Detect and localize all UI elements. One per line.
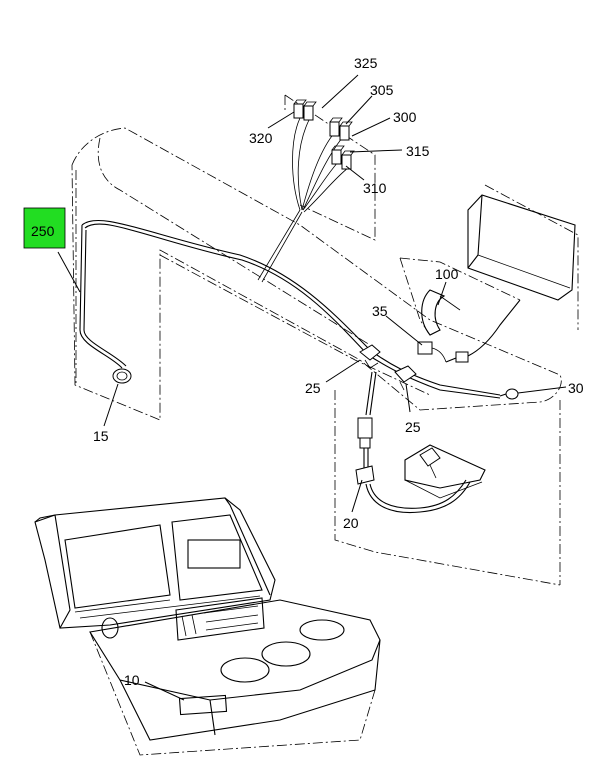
control-module: [467, 194, 576, 301]
dash-panel-outline: [71, 127, 579, 586]
instrument-panel: [34, 497, 381, 756]
clip-25-right: [394, 365, 417, 391]
callout-15[interactable]: 15: [93, 428, 109, 444]
callout-labels: 250 325 305 300 320 315 310 100 35 25 25…: [31, 55, 584, 688]
connector-right-harness: [445, 299, 521, 363]
callout-315[interactable]: 315: [406, 143, 430, 159]
callout-310[interactable]: 310: [363, 180, 387, 196]
connector-35: [417, 341, 447, 363]
ground-30: [499, 388, 519, 400]
callout-305[interactable]: 305: [370, 82, 394, 98]
connector-305-300: [329, 117, 353, 141]
highlight-box-250: [23, 207, 66, 249]
callout-250[interactable]: 250: [31, 223, 55, 239]
callout-10[interactable]: 10: [124, 672, 140, 688]
pedal-bracket: [404, 444, 486, 499]
clip-25-left: [359, 344, 381, 369]
brake-switch-harness: [355, 371, 471, 514]
callout-25-left[interactable]: 25: [305, 380, 321, 396]
connector-320-325: [293, 99, 317, 121]
callout-20[interactable]: 20: [343, 515, 359, 531]
callout-325[interactable]: 325: [354, 55, 378, 71]
callout-320[interactable]: 320: [249, 130, 273, 146]
callout-30[interactable]: 30: [568, 380, 584, 396]
connector-315-310: [331, 145, 355, 170]
main-harness: [79, 219, 501, 399]
grommet-15: [112, 368, 132, 384]
callout-35[interactable]: 35: [372, 303, 388, 319]
callout-100[interactable]: 100: [435, 266, 459, 282]
callout-25-right[interactable]: 25: [405, 419, 421, 435]
callout-300[interactable]: 300: [393, 109, 417, 125]
leader-lines: [57, 74, 567, 701]
